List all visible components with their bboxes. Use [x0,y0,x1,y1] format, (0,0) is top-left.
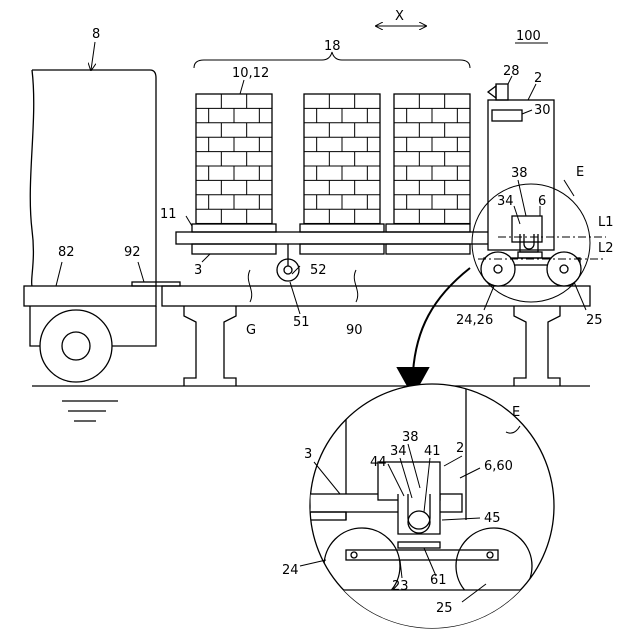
label-e: E [576,165,584,180]
truck-chassis-rear [108,306,156,346]
cargo-pallet [386,224,470,232]
label-18: 18 [324,39,341,54]
label-g: G [246,323,256,338]
platform [162,270,590,386]
pillar [548,306,560,386]
label-l2: L2 [598,241,614,256]
cargo-pallet-11 [192,224,276,232]
pallet-runner [300,244,384,254]
cargo-stacks [192,94,470,232]
label-51: 51 [293,315,310,330]
truck-bed-82 [24,286,156,306]
label-92: 92 [124,245,141,260]
truck-wheel [40,310,112,382]
platform-deck-90 [162,286,590,306]
label-82: 82 [58,245,75,260]
label-8: 8 [92,27,100,42]
pallet-top-3 [176,232,498,244]
detail-label-38: 38 [402,430,419,445]
cargo-pallet [300,224,384,232]
label-100: 100 [516,29,541,44]
label-52: 52 [310,263,327,278]
label-34: 34 [497,194,514,209]
pallet-runner [192,244,276,254]
label-10-12: 10,12 [232,66,269,81]
pillar [514,306,526,386]
label-2: 2 [534,71,542,86]
detail-label-45: 45 [484,511,501,526]
truck-box-left-edge [30,70,33,286]
label-6: 6 [538,194,546,209]
detail-label-6-60: 6,60 [484,459,513,474]
detail-arrow [398,268,470,395]
detail-base-61 [398,542,440,548]
beacon-28 [496,84,508,100]
beacon-lamp [488,86,496,98]
detail-label-2: 2 [456,441,464,456]
label-25: 25 [586,313,603,328]
detail-label-34: 34 [390,444,407,459]
label-l1: L1 [598,215,614,230]
detail-label-44: 44 [370,455,387,470]
label-11: 11 [160,207,177,222]
label-38: 38 [511,166,528,181]
detail-label-61: 61 [430,573,447,588]
label-x: X [395,9,404,24]
label-30: 30 [534,103,551,118]
detail-frame-23 [346,550,498,560]
detail-label-41: 41 [424,444,441,459]
detail-label-25: 25 [436,601,453,616]
detail-label-e: E [512,405,520,420]
detail-label-23: 23 [392,579,409,594]
label-90: 90 [346,323,363,338]
pallet [176,232,498,281]
lift-base [518,252,542,258]
pillar [184,306,196,386]
label-3: 3 [194,263,202,278]
detail-view [300,380,560,640]
pallet-runner [386,244,470,254]
pillar [224,306,236,386]
detail-hook-38 [398,494,440,534]
detail-label-3: 3 [304,447,312,462]
detail-label-24: 24 [282,563,299,578]
label-28: 28 [503,64,520,79]
caster-axle-52 [284,266,292,274]
truck [24,70,180,382]
label-24-26: 24,26 [456,313,493,328]
